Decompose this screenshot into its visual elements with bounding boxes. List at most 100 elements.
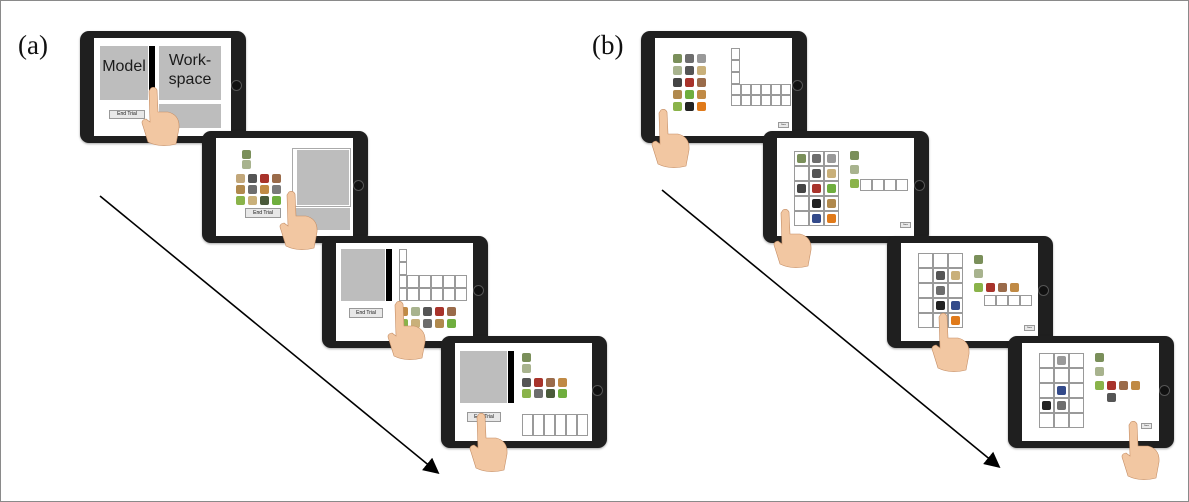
panel-label-a: (a) [18, 30, 48, 60]
time-arrow-b [661, 189, 1001, 469]
object-icon [1057, 356, 1066, 365]
object-icon [1057, 401, 1066, 410]
tablet-b3: Done [887, 236, 1053, 348]
object-icon [236, 174, 245, 183]
object-icon [812, 169, 821, 178]
object-icon [936, 301, 945, 310]
object-icon [522, 378, 531, 387]
object-icon [1057, 386, 1066, 395]
tablet-b1-screen: Done [655, 38, 792, 136]
workspace-grid-column [731, 48, 740, 84]
tablet-b2: Done [763, 131, 929, 243]
tablet-a2-screen: End Trial [216, 138, 353, 236]
object-icon [1119, 381, 1128, 390]
tablet-b4-screen: Done [1022, 343, 1159, 441]
workspace-label-line1: Work- [168, 52, 212, 69]
tablet-b2-screen: Done [777, 138, 914, 236]
object-icon [411, 307, 420, 316]
object-icon [272, 185, 281, 194]
tablet-b1: Done [641, 31, 807, 143]
object-icon [423, 319, 432, 328]
object-icon [248, 174, 257, 183]
object-icon [1131, 381, 1140, 390]
panel-label-b: (b) [592, 30, 624, 60]
done-button[interactable]: Done [900, 222, 911, 228]
object-icon [411, 319, 420, 328]
hand-icon [279, 191, 318, 250]
object-icon [850, 165, 859, 174]
hand-icon [651, 109, 690, 168]
hand-icon [387, 301, 426, 360]
object-icon [260, 174, 269, 183]
object-icon [685, 102, 694, 111]
done-button[interactable]: Done [1141, 423, 1152, 429]
tablet-a1-screen: Model Work- space End Trial [94, 38, 231, 136]
object-icon [974, 269, 983, 278]
object-icon [697, 66, 706, 75]
object-icon [242, 160, 251, 169]
object-icon [797, 154, 806, 163]
object-icon [534, 378, 543, 387]
object-icon [260, 196, 269, 205]
object-icon [685, 54, 694, 63]
hand-icon [1121, 421, 1160, 480]
end-trial-button[interactable]: End Trial [349, 308, 383, 318]
object-icon [272, 174, 281, 183]
object-icon [951, 316, 960, 325]
tablet-a3: End Trial [322, 236, 488, 348]
end-trial-button[interactable]: End Trial [109, 110, 145, 119]
object-icon [812, 154, 821, 163]
object-icon [697, 102, 706, 111]
workspace-grid [731, 84, 791, 106]
object-icon [697, 78, 706, 87]
workspace-grid [984, 295, 1032, 306]
workspace-grid [860, 179, 908, 191]
object-icon [260, 185, 269, 194]
end-trial-button[interactable]: End Trial [245, 208, 281, 218]
object-icon [827, 184, 836, 193]
tablet-a3-screen: End Trial [336, 243, 473, 341]
time-arrow-a [99, 195, 440, 475]
workspace-grid [522, 414, 588, 436]
model-area [100, 46, 148, 100]
model-label: Model [102, 58, 146, 75]
object-icon [1107, 381, 1116, 390]
object-icon [435, 307, 444, 316]
object-icon [248, 196, 257, 205]
object-icon [522, 353, 531, 362]
tablet-b3-screen: Done [901, 243, 1038, 341]
occluder-bar [149, 46, 155, 100]
hand-icon [469, 413, 508, 472]
object-icon [435, 319, 444, 328]
object-icon [812, 214, 821, 223]
object-icon [974, 255, 983, 264]
object-icon [558, 389, 567, 398]
tablet-a4: End Trial [441, 336, 607, 448]
object-icon [447, 319, 456, 328]
model-area [460, 351, 507, 403]
object-icon [697, 54, 706, 63]
object-icon [272, 196, 281, 205]
occluder-bar [508, 351, 514, 403]
object-icon [685, 78, 694, 87]
object-icon [697, 90, 706, 99]
object-icon [974, 283, 983, 292]
done-button[interactable]: Done [778, 122, 789, 128]
object-icon [522, 389, 531, 398]
hand-icon [773, 209, 812, 268]
object-icon [850, 151, 859, 160]
object-icon [673, 90, 682, 99]
object-icon [951, 301, 960, 310]
workspace-label-line2: space [168, 71, 212, 88]
object-icon [827, 199, 836, 208]
done-button[interactable]: Done [1024, 325, 1035, 331]
object-icon [827, 154, 836, 163]
object-icon [673, 78, 682, 87]
object-icon [998, 283, 1007, 292]
object-icon [685, 90, 694, 99]
object-icon [986, 283, 995, 292]
object-icon [546, 389, 555, 398]
object-icon [673, 102, 682, 111]
hand-icon [931, 313, 970, 372]
object-icon [236, 196, 245, 205]
